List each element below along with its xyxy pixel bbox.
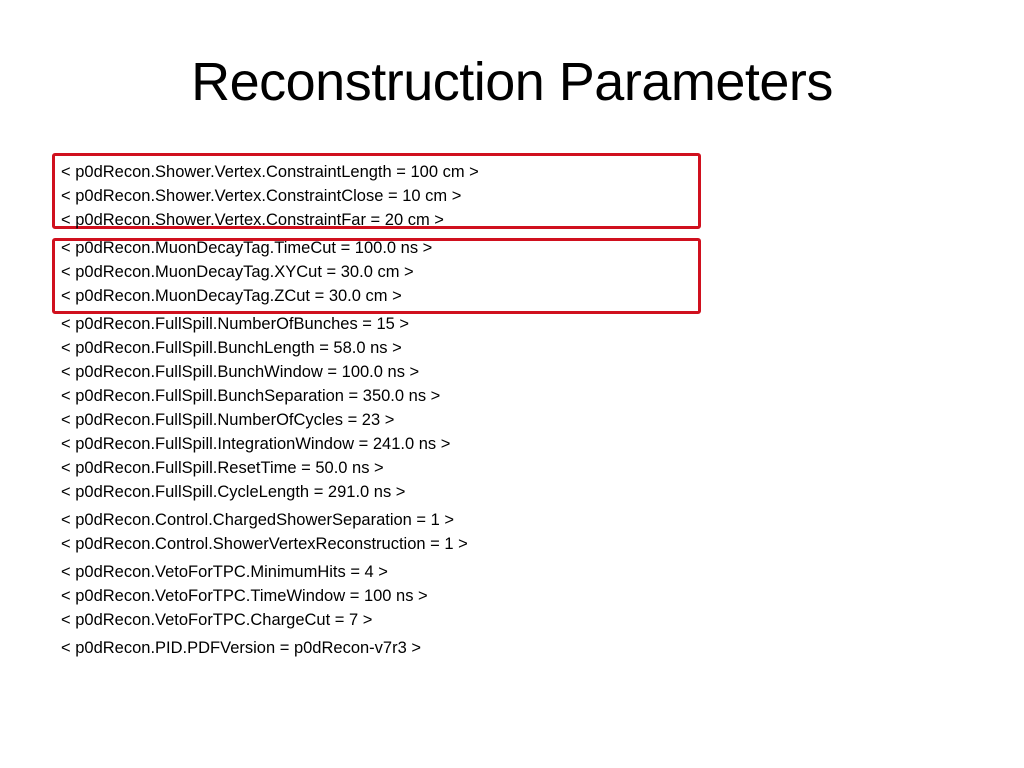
- param-line: < p0dRecon.MuonDecayTag.ZCut = 30.0 cm >: [61, 287, 402, 305]
- slide-title: Reconstruction Parameters: [191, 52, 833, 112]
- param-line: < p0dRecon.Control.ShowerVertexReconstru…: [61, 535, 468, 553]
- param-line: < p0dRecon.FullSpill.IntegrationWindow =…: [61, 435, 451, 453]
- parameter-list: < p0dRecon.Shower.Vertex.ConstraintLengt…: [61, 160, 761, 660]
- param-line: < p0dRecon.FullSpill.NumberOfBunches = 1…: [61, 315, 410, 333]
- param-line: < p0dRecon.Shower.Vertex.ConstraintFar =…: [61, 211, 444, 229]
- param-group-control: < p0dRecon.Control.ChargedShowerSeparati…: [61, 508, 761, 556]
- param-line: < p0dRecon.FullSpill.BunchSeparation = 3…: [61, 387, 441, 405]
- param-group-pid: < p0dRecon.PID.PDFVersion = p0dRecon-v7r…: [61, 636, 761, 660]
- param-line: < p0dRecon.FullSpill.BunchLength = 58.0 …: [61, 339, 402, 357]
- param-line: < p0dRecon.Shower.Vertex.ConstraintLengt…: [61, 163, 479, 181]
- param-line: < p0dRecon.FullSpill.NumberOfCycles = 23…: [61, 411, 395, 429]
- highlight-box-shower-vertex: [52, 153, 701, 229]
- param-line: < p0dRecon.Control.ChargedShowerSeparati…: [61, 511, 455, 529]
- param-line: < p0dRecon.Shower.Vertex.ConstraintClose…: [61, 187, 462, 205]
- param-line: < p0dRecon.VetoForTPC.TimeWindow = 100 n…: [61, 587, 428, 605]
- param-line: < p0dRecon.FullSpill.BunchWindow = 100.0…: [61, 363, 420, 381]
- param-line: < p0dRecon.PID.PDFVersion = p0dRecon-v7r…: [61, 639, 421, 657]
- param-group-veto-for-tpc: < p0dRecon.VetoForTPC.MinimumHits = 4 > …: [61, 560, 761, 632]
- param-line: < p0dRecon.MuonDecayTag.XYCut = 30.0 cm …: [61, 263, 414, 281]
- param-line: < p0dRecon.FullSpill.CycleLength = 291.0…: [61, 483, 406, 501]
- param-line: < p0dRecon.FullSpill.ResetTime = 50.0 ns…: [61, 459, 384, 477]
- param-line: < p0dRecon.VetoForTPC.MinimumHits = 4 >: [61, 563, 388, 581]
- param-line: < p0dRecon.VetoForTPC.ChargeCut = 7 >: [61, 611, 373, 629]
- highlight-box-muon-decay-tag: [52, 238, 701, 314]
- param-group-muon-decay-tag: < p0dRecon.MuonDecayTag.TimeCut = 100.0 …: [61, 236, 761, 308]
- param-line: < p0dRecon.MuonDecayTag.TimeCut = 100.0 …: [61, 239, 433, 257]
- param-group-shower-vertex: < p0dRecon.Shower.Vertex.ConstraintLengt…: [61, 160, 761, 232]
- param-group-full-spill: < p0dRecon.FullSpill.NumberOfBunches = 1…: [61, 312, 761, 504]
